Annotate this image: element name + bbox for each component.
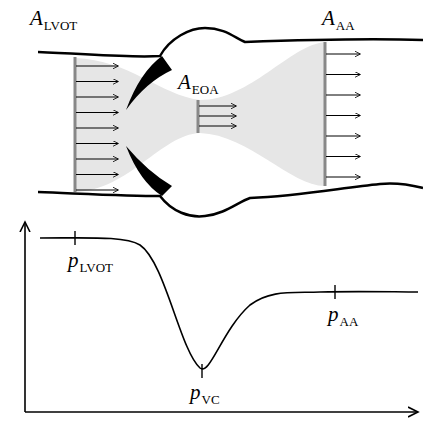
- vessel-wall-bottom: [38, 183, 423, 216]
- area-label: ALVOT: [30, 8, 77, 29]
- velocity-arrow: [199, 116, 236, 117]
- area-label: AAA: [322, 8, 355, 29]
- pressure-curve: [40, 238, 418, 369]
- subscript: EOA: [192, 82, 219, 97]
- symbol: A: [322, 6, 335, 30]
- pressure-label: pLVOT: [68, 250, 113, 271]
- velocity-arrow: [76, 112, 118, 113]
- velocity-arrow: [76, 97, 118, 98]
- pressure-label: pVC: [190, 382, 220, 403]
- velocity-arrow: [76, 174, 118, 175]
- velocity-arrow: [76, 66, 118, 67]
- tick: [74, 231, 75, 245]
- velocity-arrow: [199, 106, 236, 107]
- tick: [201, 364, 202, 378]
- jet-region: [75, 42, 325, 192]
- velocity-arrow: [326, 54, 360, 55]
- valve-leaflet: [126, 56, 172, 110]
- valve-leaflet: [126, 146, 172, 196]
- velocity-arrow: [76, 128, 118, 129]
- subscript: AA: [336, 18, 355, 33]
- symbol: p: [190, 380, 201, 404]
- tick: [334, 285, 335, 299]
- y-axis: [24, 222, 26, 412]
- symbol: A: [30, 6, 43, 30]
- velocity-arrow: [326, 74, 360, 75]
- velocity-arrow: [326, 177, 360, 178]
- subscript: AA: [340, 314, 359, 329]
- vessel-wall-top: [38, 28, 423, 57]
- symbol: A: [178, 70, 191, 94]
- velocity-arrow: [76, 143, 118, 144]
- pressure-label: pAA: [328, 304, 358, 325]
- x-axis: [25, 411, 418, 413]
- section-line: [74, 57, 77, 192]
- subscript: LVOT: [44, 18, 77, 33]
- subscript: VC: [202, 392, 220, 407]
- area-label: AEOA: [178, 72, 219, 93]
- velocity-arrow: [326, 95, 360, 96]
- velocity-arrow: [199, 126, 236, 127]
- symbol: p: [328, 302, 339, 326]
- velocity-arrow: [76, 190, 118, 191]
- velocity-arrow: [326, 156, 360, 157]
- velocity-arrows: [76, 54, 360, 190]
- symbol: p: [68, 248, 79, 272]
- velocity-arrow: [76, 81, 118, 82]
- velocity-arrow: [326, 115, 360, 116]
- velocity-arrow: [326, 136, 360, 137]
- velocity-arrow: [76, 159, 118, 160]
- section-line: [324, 42, 327, 186]
- subscript: LVOT: [80, 260, 113, 275]
